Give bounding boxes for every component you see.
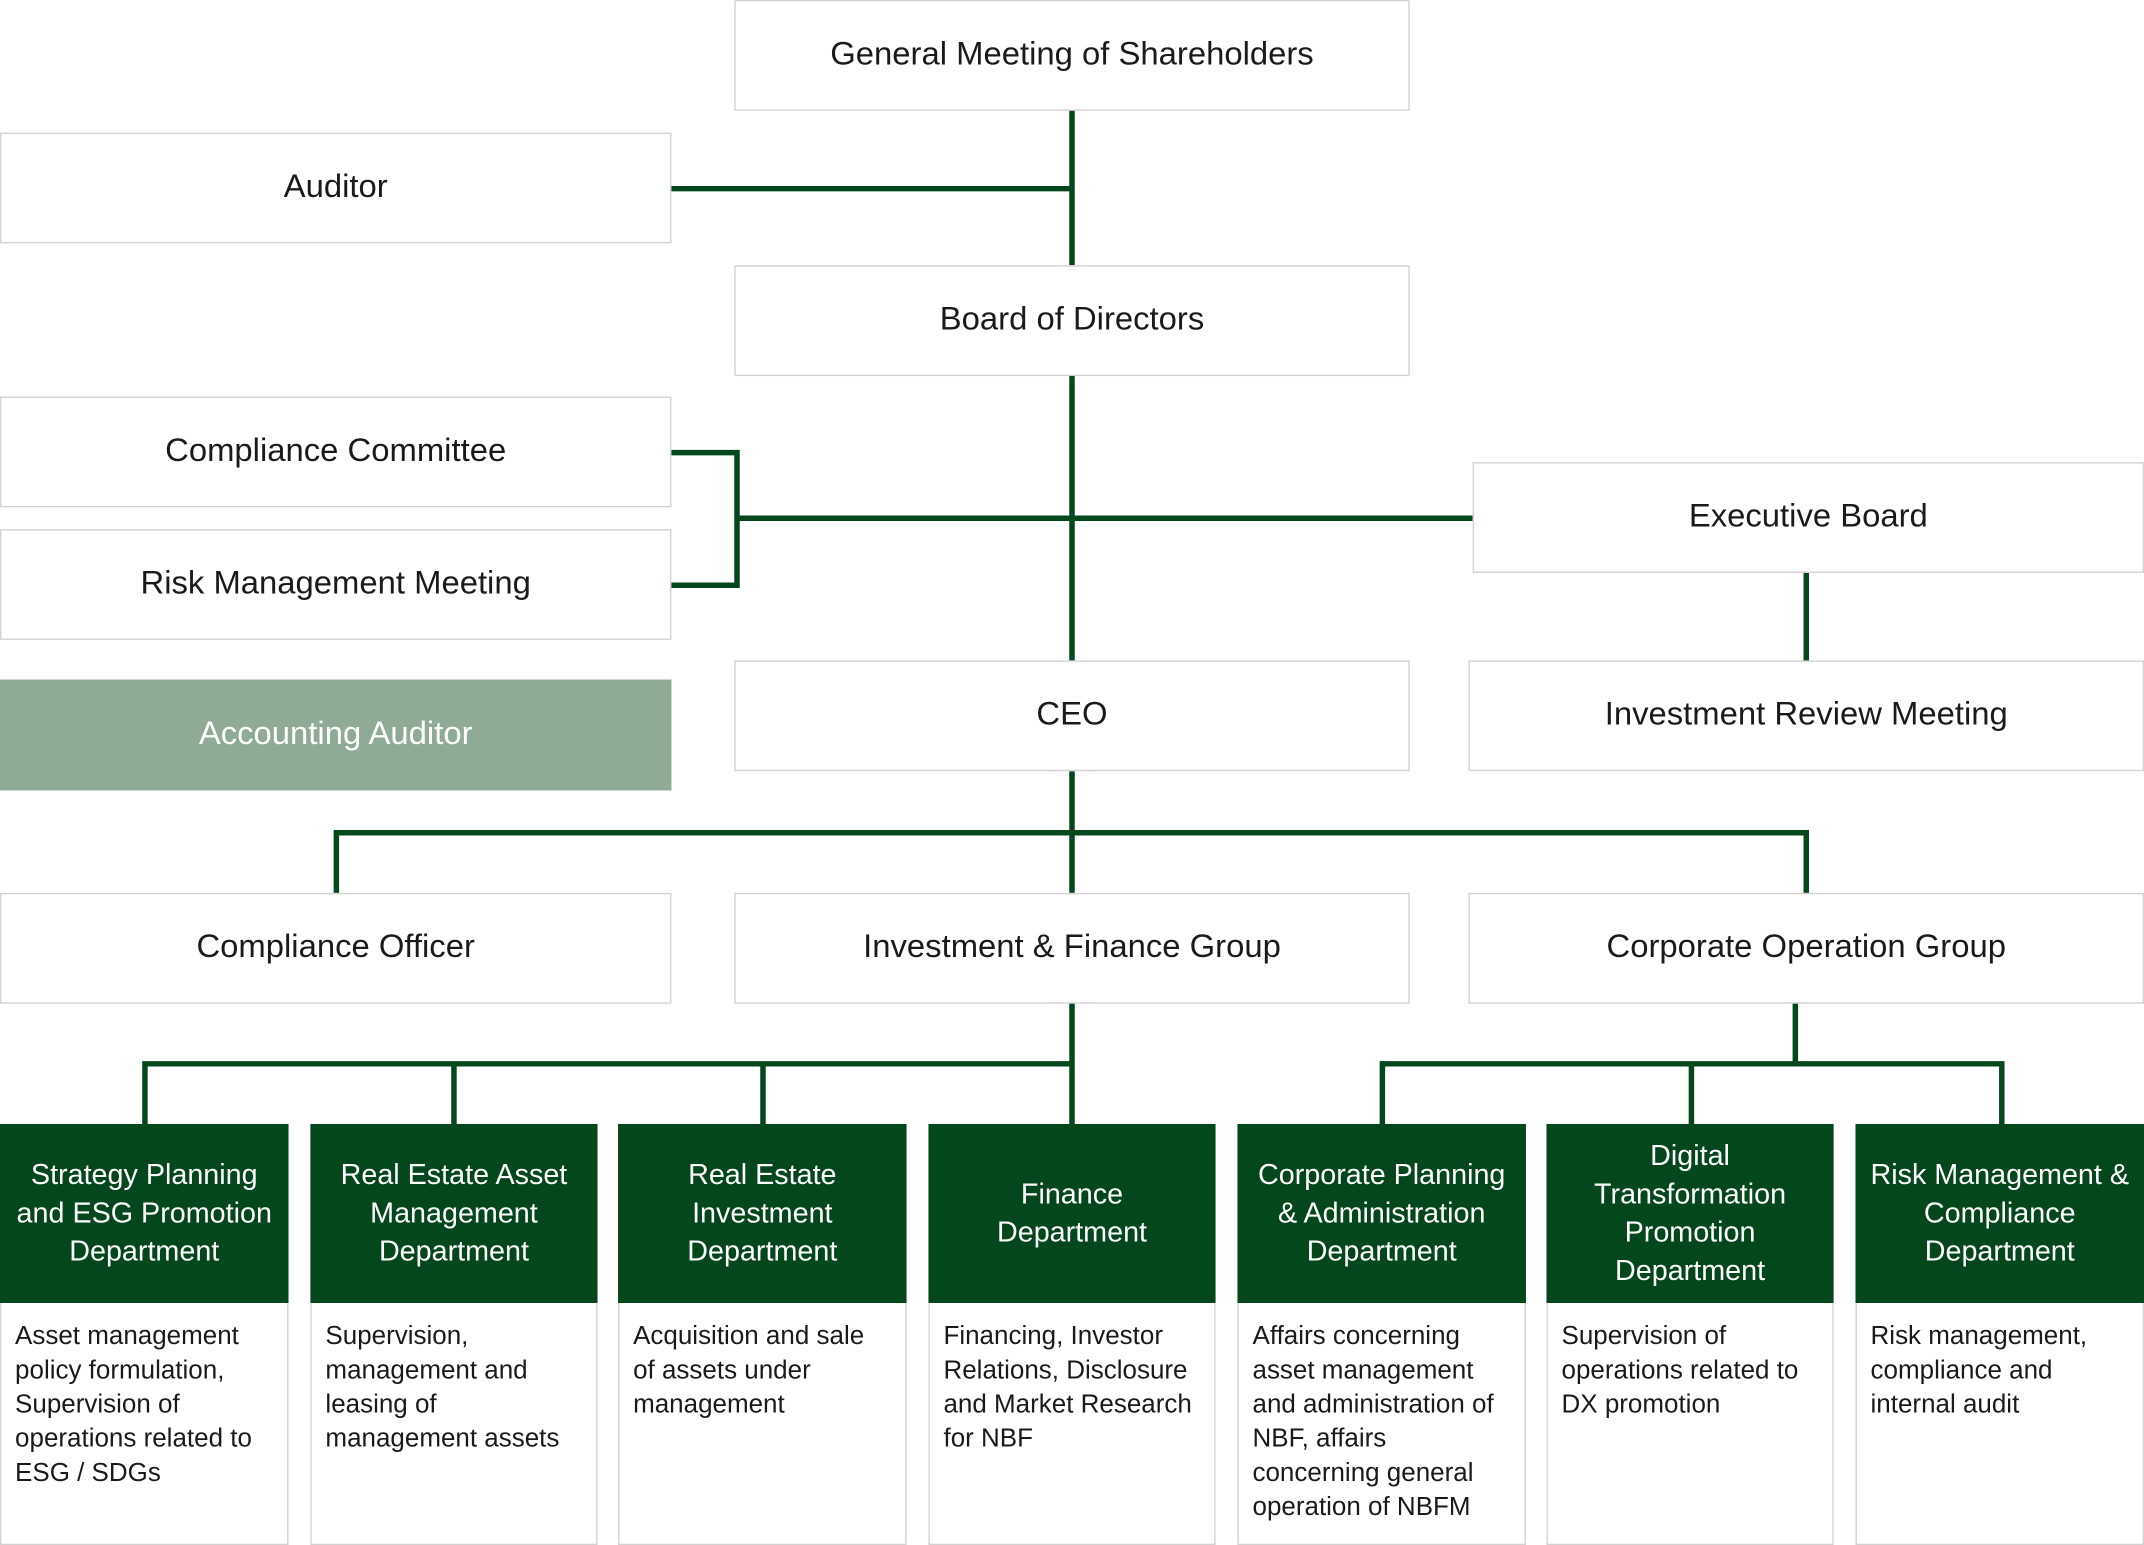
shareholders-box: General Meeting of Shareholders bbox=[734, 0, 1410, 111]
department-description: Acquisition and sale of assets under man… bbox=[618, 1303, 907, 1545]
department-description: Affairs concerning asset management and … bbox=[1237, 1303, 1526, 1545]
board-of-directors-box: Board of Directors bbox=[734, 265, 1410, 377]
department-description: Financing, Investor Relations, Disclosur… bbox=[928, 1303, 1216, 1545]
department-description: Supervision, management and leasing of m… bbox=[310, 1303, 598, 1545]
investment-finance-group-box: Investment & Finance Group bbox=[734, 892, 1410, 1004]
corporate-operation-group-box: Corporate Operation Group bbox=[1468, 892, 2144, 1004]
accounting-auditor-box: Accounting Auditor bbox=[0, 679, 672, 791]
department-description: Asset management policy formulation, Sup… bbox=[0, 1303, 289, 1545]
auditor-box: Auditor bbox=[0, 132, 672, 244]
department-header: Real Estate Asset Management Department bbox=[310, 1123, 598, 1304]
risk-management-meeting-box: Risk Management Meeting bbox=[0, 529, 672, 640]
department-header: Risk Management & Compliance Department bbox=[1855, 1123, 2144, 1304]
department-header: Strategy Planning and ESG Promotion Depa… bbox=[0, 1123, 289, 1304]
department-header: Finance Department bbox=[928, 1123, 1216, 1304]
executive-board-box: Executive Board bbox=[1472, 462, 2144, 573]
department-header: Real Estate Investment Department bbox=[618, 1123, 907, 1304]
department-header: Digital Transformation Promotion Departm… bbox=[1546, 1123, 1834, 1304]
compliance-committee-box: Compliance Committee bbox=[0, 396, 672, 508]
ceo-box: CEO bbox=[734, 660, 1410, 772]
department-description: Supervision of operations related to DX … bbox=[1546, 1303, 1834, 1545]
compliance-officer-box: Compliance Officer bbox=[0, 892, 672, 1004]
department-header: Corporate Planning & Administration Depa… bbox=[1237, 1123, 1526, 1304]
investment-review-meeting-box: Investment Review Meeting bbox=[1468, 660, 2144, 772]
department-description: Risk management, compliance and internal… bbox=[1855, 1303, 2144, 1545]
